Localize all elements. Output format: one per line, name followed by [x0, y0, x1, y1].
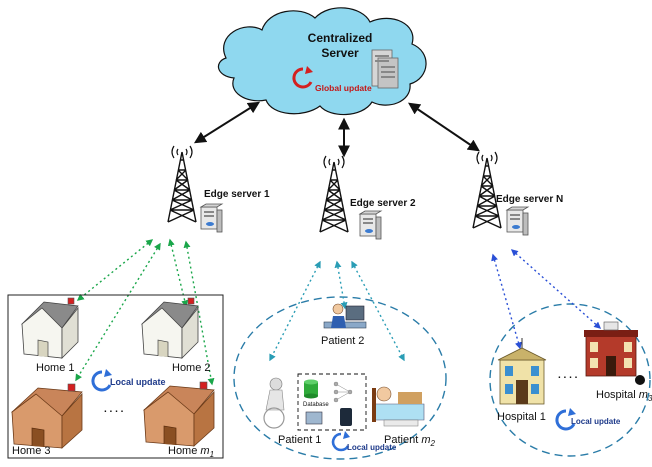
- edge1-label: Edge server 1: [204, 189, 270, 200]
- phone-icon: [340, 408, 352, 426]
- link-edgeN-hospital1: [491, 253, 522, 350]
- hospital-m3-label: Hospital m3: [596, 389, 652, 403]
- hospital-local-update-arrow-icon: [555, 408, 576, 431]
- hospital-m3-building-icon: [584, 321, 645, 385]
- home-m1-house-icon: [143, 381, 215, 447]
- patient1-wheelchair-icon: [263, 377, 285, 429]
- patient-m2-label: Patient m2: [384, 434, 435, 448]
- patient-local-update-arrow-icon: [331, 431, 350, 452]
- cloud-shape: [217, 7, 427, 116]
- home2-house-icon: [141, 297, 199, 359]
- link-edge1-home3: [75, 242, 161, 382]
- laptop-icon: [305, 411, 323, 425]
- patient2-label: Patient 2: [321, 335, 364, 347]
- hospitals-ellipsis: . . . .: [558, 370, 578, 381]
- link-edge2-patient-m2: [351, 260, 405, 362]
- patient-links: [269, 260, 405, 362]
- patient-local-update-label: Local update: [347, 443, 397, 452]
- link-edge2-patient1: [269, 260, 321, 362]
- patient2-desk-icon: [323, 303, 367, 329]
- hospital-local-update-label: Local update: [571, 417, 621, 426]
- link-cloud-edgeN: [408, 102, 480, 152]
- edge2-server-icon: [359, 210, 382, 240]
- neural-network-icon: [333, 381, 353, 403]
- tower-edge1-icon: [167, 145, 197, 223]
- home1-house-icon: [21, 297, 79, 359]
- home1-label: Home 1: [36, 362, 75, 374]
- tower-edge2-icon: [319, 155, 349, 233]
- cloud-title-line1: Centralized: [308, 31, 373, 45]
- hospital1-label: Hospital 1: [497, 411, 546, 423]
- link-edgeN-hospital-m3: [510, 249, 602, 329]
- home-m1-label: Home m1: [168, 445, 214, 459]
- link-edge1-home2: [167, 238, 189, 308]
- hospital-links: [491, 249, 602, 350]
- edge1-server-icon: [200, 203, 223, 233]
- home2-label: Home 2: [172, 362, 211, 374]
- hospital1-building-icon: [497, 338, 547, 405]
- edge2-label: Edge server 2: [350, 198, 416, 209]
- edgeN-label: Edge server N: [496, 194, 563, 205]
- link-cloud-edge1: [193, 101, 261, 144]
- database-process-box: [297, 373, 367, 431]
- link-edge1-home-m1: [183, 240, 215, 386]
- patient1-label: Patient 1: [278, 434, 321, 446]
- home-local-update-arrow-icon: [91, 369, 112, 392]
- global-update-arrow-icon: [292, 66, 313, 89]
- global-update-label: Global update: [315, 83, 372, 93]
- database-label: Database: [303, 402, 329, 408]
- link-edge2-patient2: [334, 260, 348, 310]
- edgeN-server-icon: [506, 206, 529, 236]
- cloud-title-line2: Server: [321, 46, 359, 60]
- home3-house-icon: [11, 383, 83, 449]
- patient-m2-bed-icon: [372, 386, 425, 427]
- server-rack-icon: [371, 49, 399, 89]
- homes-group-box: [7, 294, 224, 459]
- home-local-update-label: Local update: [110, 377, 166, 387]
- database-icon: [304, 379, 318, 399]
- home3-label: Home 3: [12, 445, 51, 457]
- link-edge1-home1: [76, 239, 154, 301]
- tower-edgeN-icon: [472, 151, 502, 229]
- homes-ellipsis: . . . .: [104, 404, 124, 415]
